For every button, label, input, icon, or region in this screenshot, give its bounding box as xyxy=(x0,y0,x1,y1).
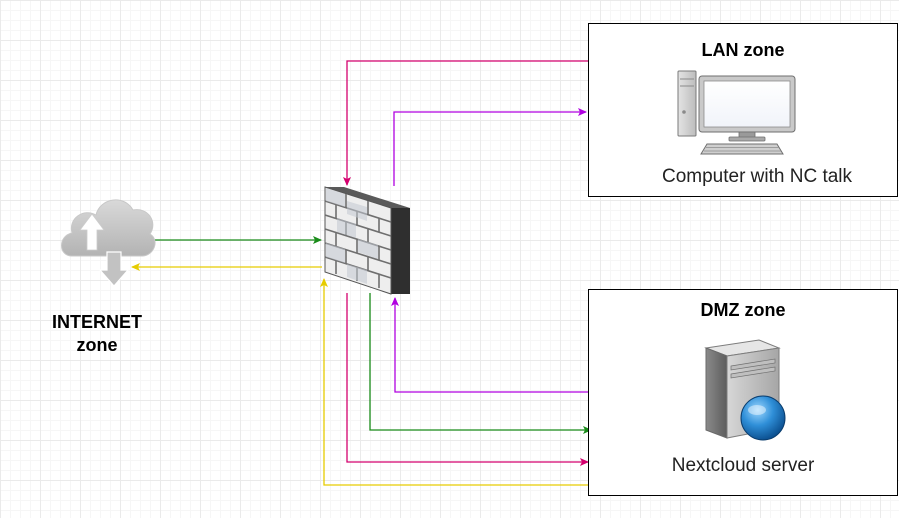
server-globe-icon xyxy=(704,339,786,441)
edge-firewall-to-dmz-pink xyxy=(346,293,589,466)
lan-device-caption: Computer with NC talk xyxy=(661,166,853,187)
internet-zone-label: INTERNET zone xyxy=(22,311,172,357)
lan-zone-title: LAN zone xyxy=(701,40,785,60)
internet-zone-title-line2: zone xyxy=(76,335,118,355)
dmz-zone-title: DMZ zone xyxy=(700,300,786,320)
internet-zone-title-line1: INTERNET xyxy=(52,312,142,332)
dmz-zone-box: DMZ zone Nextcloud server xyxy=(588,289,898,496)
desktop-computer-icon xyxy=(677,70,796,155)
edge-dmz-to-firewall xyxy=(391,297,588,393)
edge-firewall-to-dmz-green xyxy=(369,293,592,434)
edge-lan-to-firewall xyxy=(343,60,588,186)
edge-firewall-to-lan xyxy=(393,108,587,186)
edge-dmz-to-firewall-yellow xyxy=(320,278,588,486)
lan-zone-box: LAN zone Computer with NC talk xyxy=(588,23,898,197)
dmz-device-caption: Nextcloud server xyxy=(671,455,815,476)
